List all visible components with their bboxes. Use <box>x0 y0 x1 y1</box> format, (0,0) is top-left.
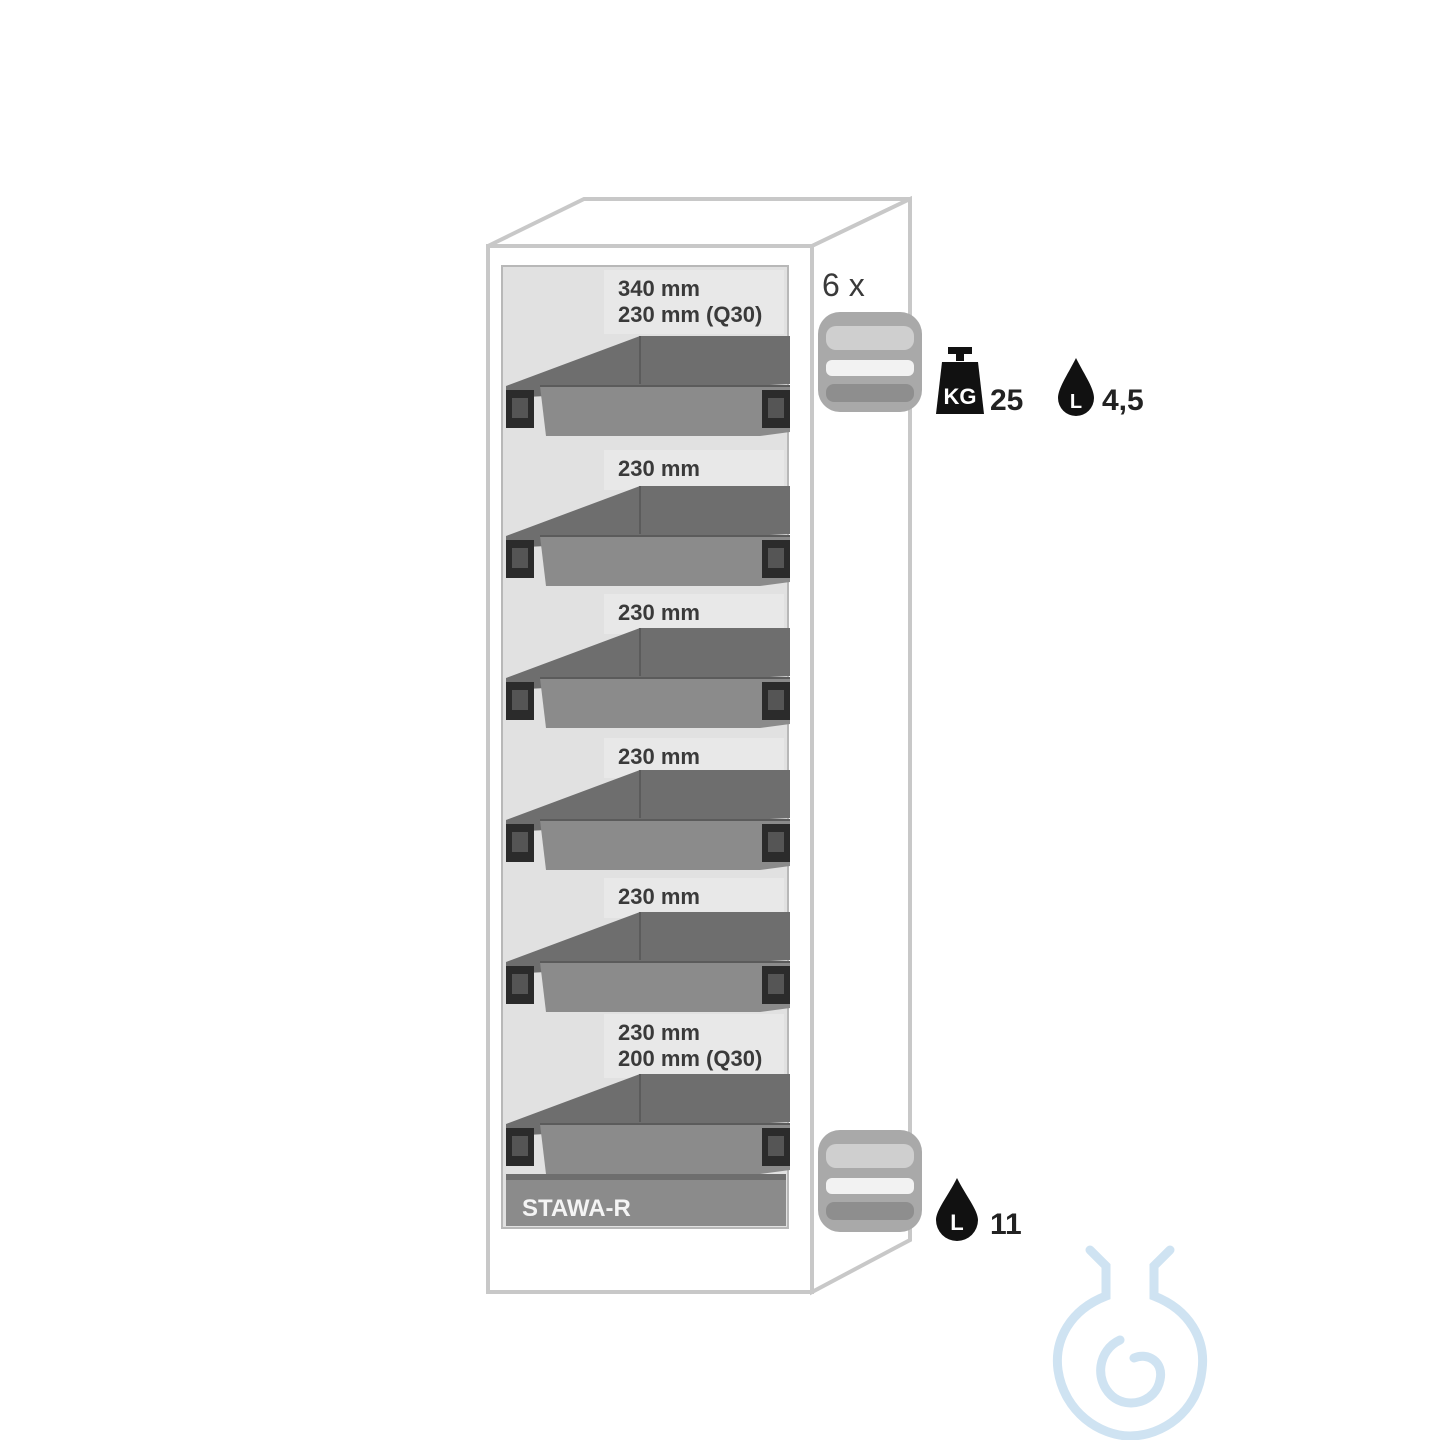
drawer-back <box>506 1074 790 1136</box>
liquid-drop-icon: L <box>936 1178 978 1241</box>
drawer-height-label: 230 mm <box>618 744 700 769</box>
drawer-front <box>540 386 790 436</box>
weight-kg-icon: KG <box>936 347 984 414</box>
quantity-label: 6 x <box>822 267 865 303</box>
drawer-height-label: 230 mm <box>618 600 700 625</box>
liquid-drop-icon: L <box>1058 358 1094 416</box>
drawer-handle-right-inner <box>768 398 784 418</box>
drawer-back <box>506 628 790 690</box>
drawer-handle-left-inner <box>512 690 528 710</box>
weight-icon-text: KG <box>944 384 977 409</box>
bottom-roller-icon <box>818 1130 922 1232</box>
sump-panel <box>506 1174 786 1226</box>
drawer-label-panel <box>604 878 784 918</box>
drawer-front <box>540 962 790 1012</box>
drawer-handle-left-inner <box>512 974 528 994</box>
drawer-handle-right-inner <box>768 832 784 852</box>
drawer-handle-left-inner <box>512 398 528 418</box>
drawer-extra-label: 230 mm (Q30) <box>618 302 762 327</box>
drop-icon-text: L <box>950 1210 963 1235</box>
drop-icon-text: L <box>1070 391 1082 413</box>
weight-value: 25 <box>990 384 1023 417</box>
sump-plinth: STAWA-R <box>506 1174 786 1226</box>
drawer-label-panel <box>604 594 784 634</box>
flask-logo-icon <box>1052 1245 1208 1440</box>
drawer: 230 mm <box>506 594 790 728</box>
drawer-back <box>506 336 790 398</box>
drawer-handle-right-inner <box>768 690 784 710</box>
drawer: 230 mm <box>506 450 790 586</box>
drawer-back <box>506 912 790 974</box>
drawer-handle-right-inner <box>768 548 784 568</box>
sump-volume-value: 11 <box>990 1208 1022 1241</box>
drawer-height-label: 230 mm <box>618 884 700 909</box>
drawer-handle-right-inner <box>768 974 784 994</box>
drawer-height-label: 340 mm <box>618 276 700 301</box>
drawer-front <box>540 536 790 586</box>
drawer-front <box>540 678 790 728</box>
drawer-height-label: 230 mm <box>618 456 700 481</box>
drawer-height-label: 230 mm <box>618 1020 700 1045</box>
top-roller-icon <box>818 312 922 412</box>
drawer-back <box>506 486 790 548</box>
drawer-label-panel <box>604 270 784 334</box>
drawer: 230 mm <box>506 738 790 870</box>
drawer: 230 mm <box>506 878 790 1012</box>
sump-panel-edge <box>506 1174 786 1180</box>
drawer-handle-left-inner <box>512 548 528 568</box>
drawer-handle-right-inner <box>768 1136 784 1156</box>
drawer-extra-label: 200 mm (Q30) <box>618 1046 762 1071</box>
drawer-handle-left-inner <box>512 832 528 852</box>
drawer-back <box>506 770 790 832</box>
drawer-label-panel <box>604 1014 784 1078</box>
brand-label: STAWA-R <box>522 1195 631 1222</box>
drawer-front <box>540 1124 790 1174</box>
drawer-volume-value: 4,5 <box>1102 384 1144 417</box>
drawer-handle-left-inner <box>512 1136 528 1156</box>
drawer-label-panel <box>604 450 784 490</box>
drawer-front <box>540 820 790 870</box>
